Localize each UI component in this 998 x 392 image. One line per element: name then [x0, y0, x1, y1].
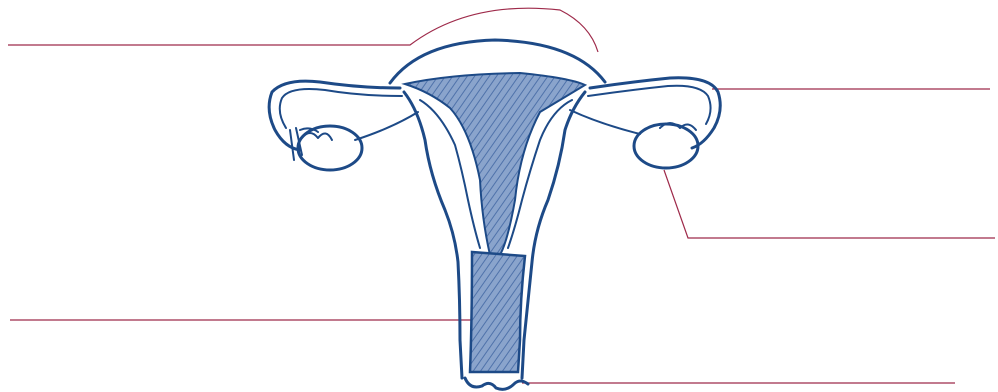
left-ovary-follicles [302, 133, 332, 140]
fundus-leader-line [8, 8, 598, 52]
left-ovarian-ligament [355, 112, 418, 140]
uterine-body-left-wall [404, 92, 462, 378]
cervical-canal [470, 252, 525, 372]
ovary-leader-line [664, 170, 995, 238]
uterus-illustration [269, 40, 720, 389]
left-fallopian-tube-inner [280, 89, 402, 128]
right-fallopian-tube-inner [588, 86, 711, 124]
right-ovarian-ligament [570, 110, 640, 134]
left-fimbriae [290, 128, 318, 160]
uterine-body-right-wall [522, 92, 585, 378]
right-ovary [634, 124, 698, 168]
vaginal-opening-outline [465, 378, 528, 389]
